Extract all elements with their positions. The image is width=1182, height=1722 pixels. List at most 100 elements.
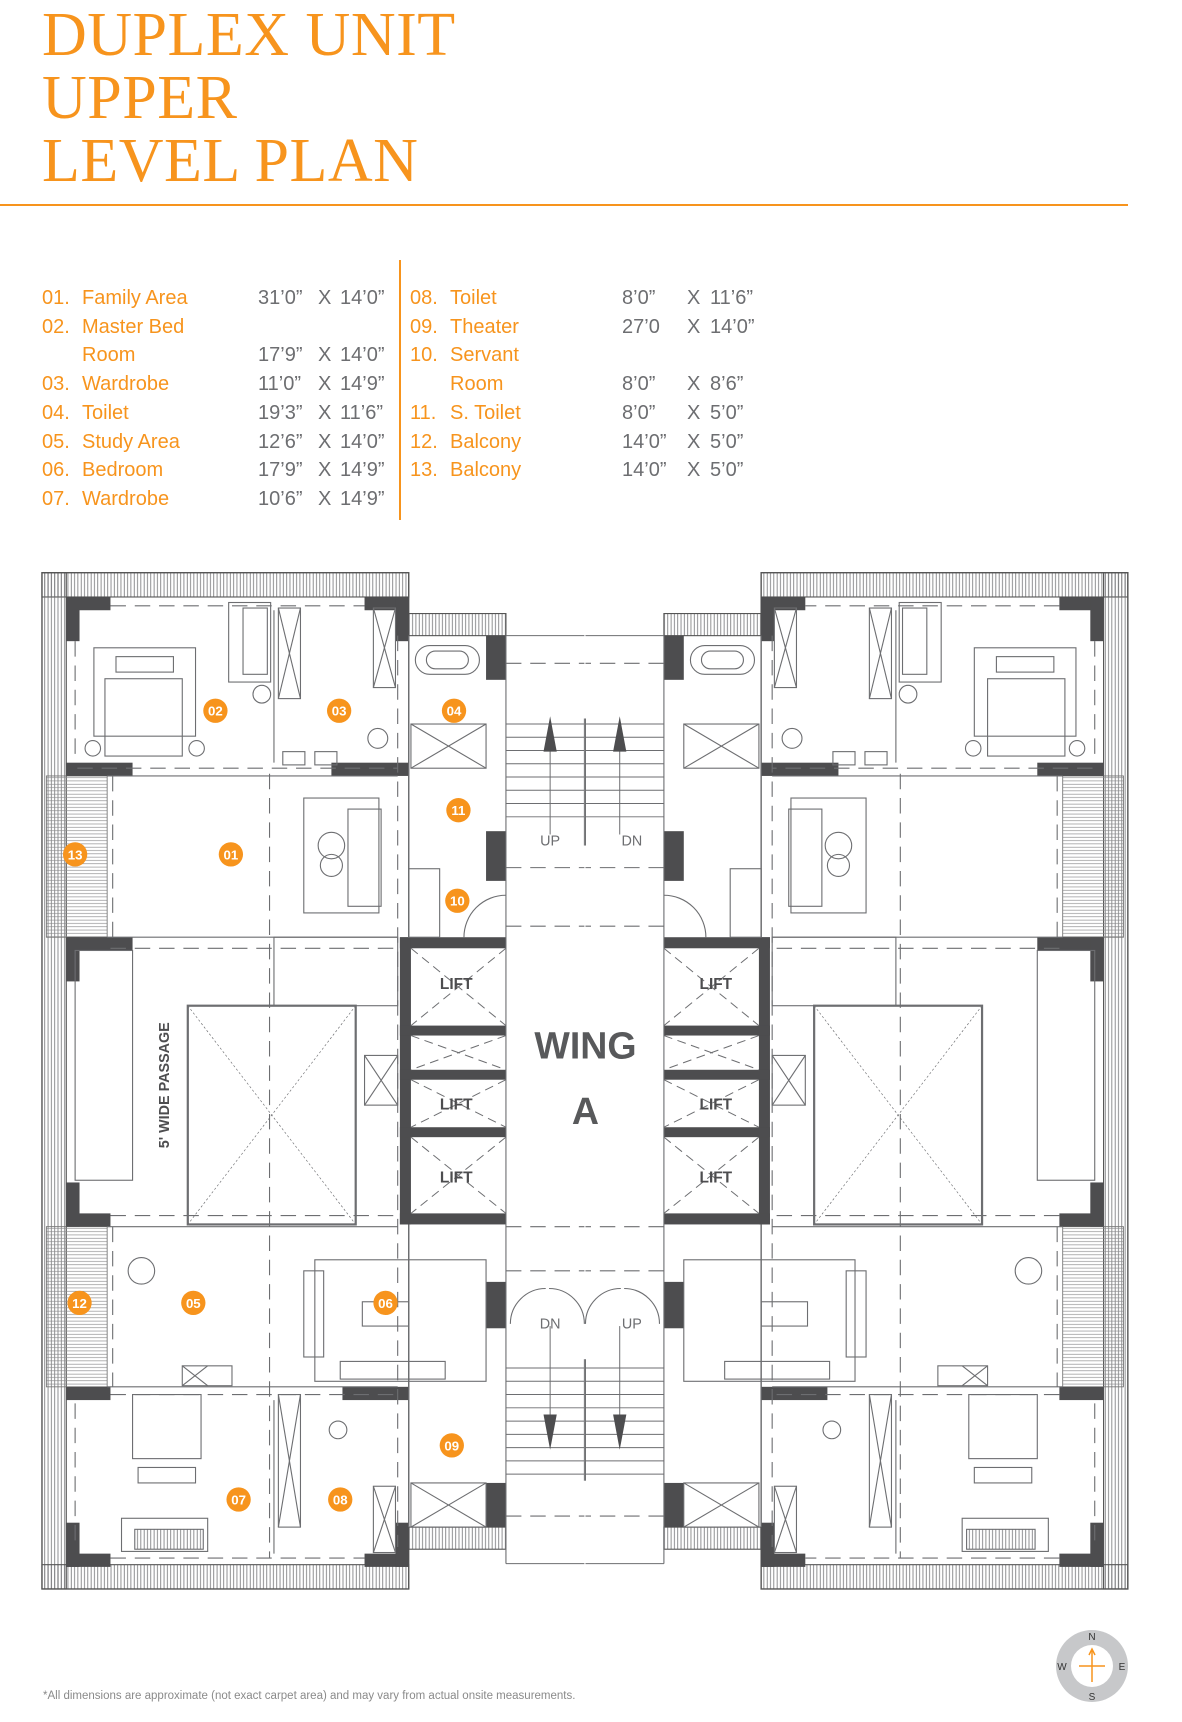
lift-label: LIFT [440, 1097, 473, 1114]
room-badge-number: 10 [450, 894, 465, 909]
legend-times: X [318, 430, 332, 453]
legend-times: X [687, 373, 701, 396]
room-badge-number: 11 [451, 803, 465, 818]
legend-room-name: Bedroom [82, 459, 164, 482]
page-title: DUPLEX UNIT UPPER LEVEL PLAN [42, 4, 456, 193]
lift-label: LIFT [440, 1169, 473, 1186]
legend-times: X [318, 487, 332, 510]
compass-n: N [1088, 1632, 1095, 1643]
legend-height: 5’0” [710, 459, 744, 482]
room-badge-number: 03 [332, 704, 347, 719]
plan-right-half [584, 571, 1129, 1591]
legend-width: 11’0” [258, 373, 301, 396]
legend-room-name: Servant [450, 344, 519, 367]
lift-label: LIFT [700, 1097, 733, 1114]
room-badge-05: 05 [181, 1290, 206, 1316]
legend-width: 27’0 [622, 315, 660, 338]
legend-number: 11. [410, 401, 437, 424]
legend-height: 14’0” [710, 315, 755, 338]
title-line-3: LEVEL PLAN [42, 127, 419, 195]
room-badge-02: 02 [203, 698, 228, 723]
room-badge-number: 12 [72, 1296, 87, 1311]
legend-width: 8’0” [622, 287, 656, 309]
room-badge-number: 06 [378, 1296, 393, 1311]
legend-height: 11’6” [710, 287, 753, 309]
stair-down-label: DN [540, 1316, 561, 1332]
legend-times: X [318, 287, 332, 309]
wing-letter: A [572, 1090, 599, 1132]
legend-width: 19’3” [258, 401, 303, 424]
legend-height: 14’0” [340, 430, 385, 453]
legend-times: X [687, 315, 701, 338]
legend-room-name: Study Area [82, 430, 180, 453]
legend-times: X [687, 401, 701, 424]
north-arrow-icon [1079, 1647, 1105, 1682]
wing-label: WING [534, 1025, 636, 1067]
room-badge-07: 07 [226, 1487, 251, 1512]
compass: N S E W [1056, 1630, 1128, 1703]
legend-room-name: Master Bed [82, 315, 185, 338]
stair-up-label: UP [540, 834, 560, 850]
title-line-2: UPPER [42, 64, 238, 132]
lift-label: LIFT [700, 1169, 733, 1186]
legend-room-name: Room [450, 373, 504, 396]
legend-width: 17’9” [258, 344, 303, 367]
legend-width: 31’0” [258, 287, 303, 309]
legend-times: X [318, 373, 332, 396]
room-badge-number: 02 [208, 704, 223, 719]
legend-width: 12’6” [258, 430, 303, 453]
legend-width: 8’0” [622, 373, 656, 396]
legend-times: X [318, 344, 332, 367]
legend-number: 13. [410, 459, 438, 482]
compass-w: W [1057, 1662, 1067, 1673]
legend-number: 04. [42, 401, 70, 424]
legend-times: X [318, 459, 332, 482]
legend-number: 01. [42, 287, 70, 309]
legend-width: 8’0” [622, 401, 656, 424]
compass-e: E [1119, 1662, 1126, 1673]
legend-height: 14’9” [340, 487, 385, 510]
legend-height: 8’6” [710, 373, 744, 396]
legend-height: 14’0” [340, 287, 385, 309]
legend-divider [399, 260, 401, 520]
lift-label: LIFT [700, 976, 733, 993]
legend-number: 02. [42, 315, 70, 338]
legend-width: 14’0” [622, 430, 667, 453]
legend-room-name: Theater [450, 315, 519, 338]
legend-room-name: Balcony [450, 430, 522, 453]
legend-room-name: Wardrobe [82, 373, 170, 396]
title-divider [0, 204, 1128, 206]
legend-number: 09. [410, 315, 438, 338]
legend-times: X [687, 287, 701, 309]
legend-room-name: Toilet [82, 401, 129, 424]
legend-number: 07. [42, 487, 70, 510]
room-badge-number: 05 [186, 1296, 201, 1311]
room-badge-13: 13 [62, 842, 88, 867]
room-badge-08: 08 [328, 1487, 353, 1512]
legend-width: 10’6” [258, 487, 303, 510]
room-badge-number: 09 [444, 1438, 459, 1453]
room-badge-number: 13 [68, 847, 83, 862]
legend-number: 06. [42, 459, 70, 482]
room-badge-12: 12 [67, 1290, 92, 1316]
legend-room-name: Balcony [450, 459, 522, 482]
room-badge-03: 03 [326, 698, 352, 723]
passage-label: 5' WIDE PASSAGE [157, 1022, 173, 1148]
legend-width: 17’9” [258, 459, 303, 482]
room-badge-11: 11 [446, 798, 471, 823]
legend-width: 14’0” [622, 459, 667, 482]
legend-number: 03. [42, 373, 70, 396]
room-badge-01: 01 [218, 842, 244, 867]
legend-room-name: Toilet [450, 287, 497, 309]
room-badge-04: 04 [441, 698, 467, 723]
room-badge-number: 07 [231, 1492, 246, 1507]
room-badge-number: 04 [447, 704, 462, 719]
stair-up-label: UP [622, 1316, 642, 1332]
compass-s: S [1089, 1692, 1096, 1703]
room-badge-number: 01 [224, 847, 239, 862]
legend-height: 14’9” [340, 373, 385, 396]
legend-height: 5’0” [710, 430, 744, 453]
legend-height: 11’6” [340, 401, 383, 424]
plan-left-half [40, 571, 586, 1591]
